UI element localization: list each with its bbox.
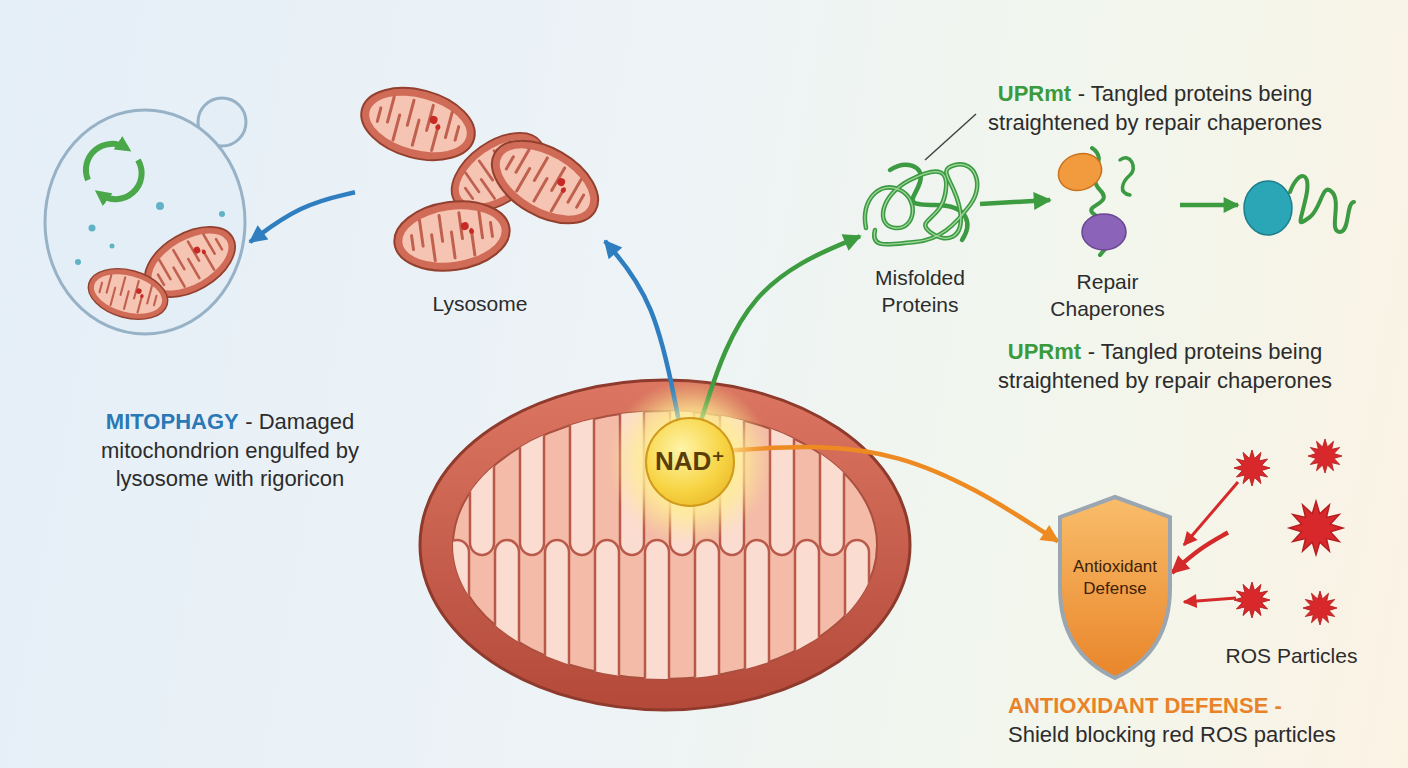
node-caption: Lysosome [420,290,540,317]
node-caption: Antioxidant Defense [1058,556,1172,600]
caption-heading: MITOPHAGY [106,409,239,434]
node-caption: NAD⁺ [647,445,733,479]
node-caption: MITOPHAGY- Damaged mitochondrion engulfe… [80,408,380,494]
lysosome-illustration [45,98,247,334]
damaged-mitochondria [353,76,612,278]
node-label: Misfolded Proteins [875,266,965,316]
caption-heading: UPRmt [998,81,1071,106]
misfolded-protein [865,164,977,244]
repair-chaperones: Repair Chaperones [1050,145,1165,255]
node-label: Lysosome [433,292,528,315]
caption: ANTIOXIDANT DEFENSE - Shield blocking red… [1008,692,1368,749]
connector-arrow [1172,533,1228,573]
caption-heading: UPRmt [1008,339,1081,364]
node-label: Repair Chaperones [1050,270,1164,320]
fold-arrow [1180,203,1238,208]
mitochondria-cluster: Lysosome [355,85,605,280]
leader-line [925,114,976,160]
nad-circle: NAD⁺ [645,417,735,507]
node-caption: Repair Chaperones [1030,268,1185,323]
caption-heading: ANTIOXIDANT DEFENSE - [1008,693,1282,718]
caption: UPRmt- Tangled proteins being straighten… [960,80,1350,137]
ros-particles: ROS Particles [1228,435,1355,630]
caption-text: Shield blocking red ROS particles [1008,721,1368,750]
node-label: NAD⁺ [655,446,725,476]
misfolded-proteins: Misfolded Proteins [860,158,980,250]
connector-arrow [605,241,678,419]
node-label: ROS Particles [1226,644,1358,667]
node-label: Antioxidant Defense [1073,557,1157,598]
connector-arrow [980,200,1050,204]
node-caption: ROS Particles [1208,642,1375,669]
folded-protein [1244,176,1354,235]
chaperones [1053,148,1133,255]
nad-glow [608,380,772,544]
caption: UPRmt- Tangled proteins being straighten… [970,338,1360,395]
mitochondrion [420,380,910,720]
shield-outline [1060,497,1170,678]
ros-particles [1184,439,1343,625]
lysosome-bubble: MITOPHAGY- Damaged mitochondrion engulfe… [45,95,250,340]
connector-arrow [250,192,355,242]
antioxidant-shield: Antioxidant Defense [1058,495,1172,680]
connector-arrow [733,447,1058,541]
connector-arrow [702,236,860,418]
node-caption: Misfolded Proteins [845,264,995,319]
